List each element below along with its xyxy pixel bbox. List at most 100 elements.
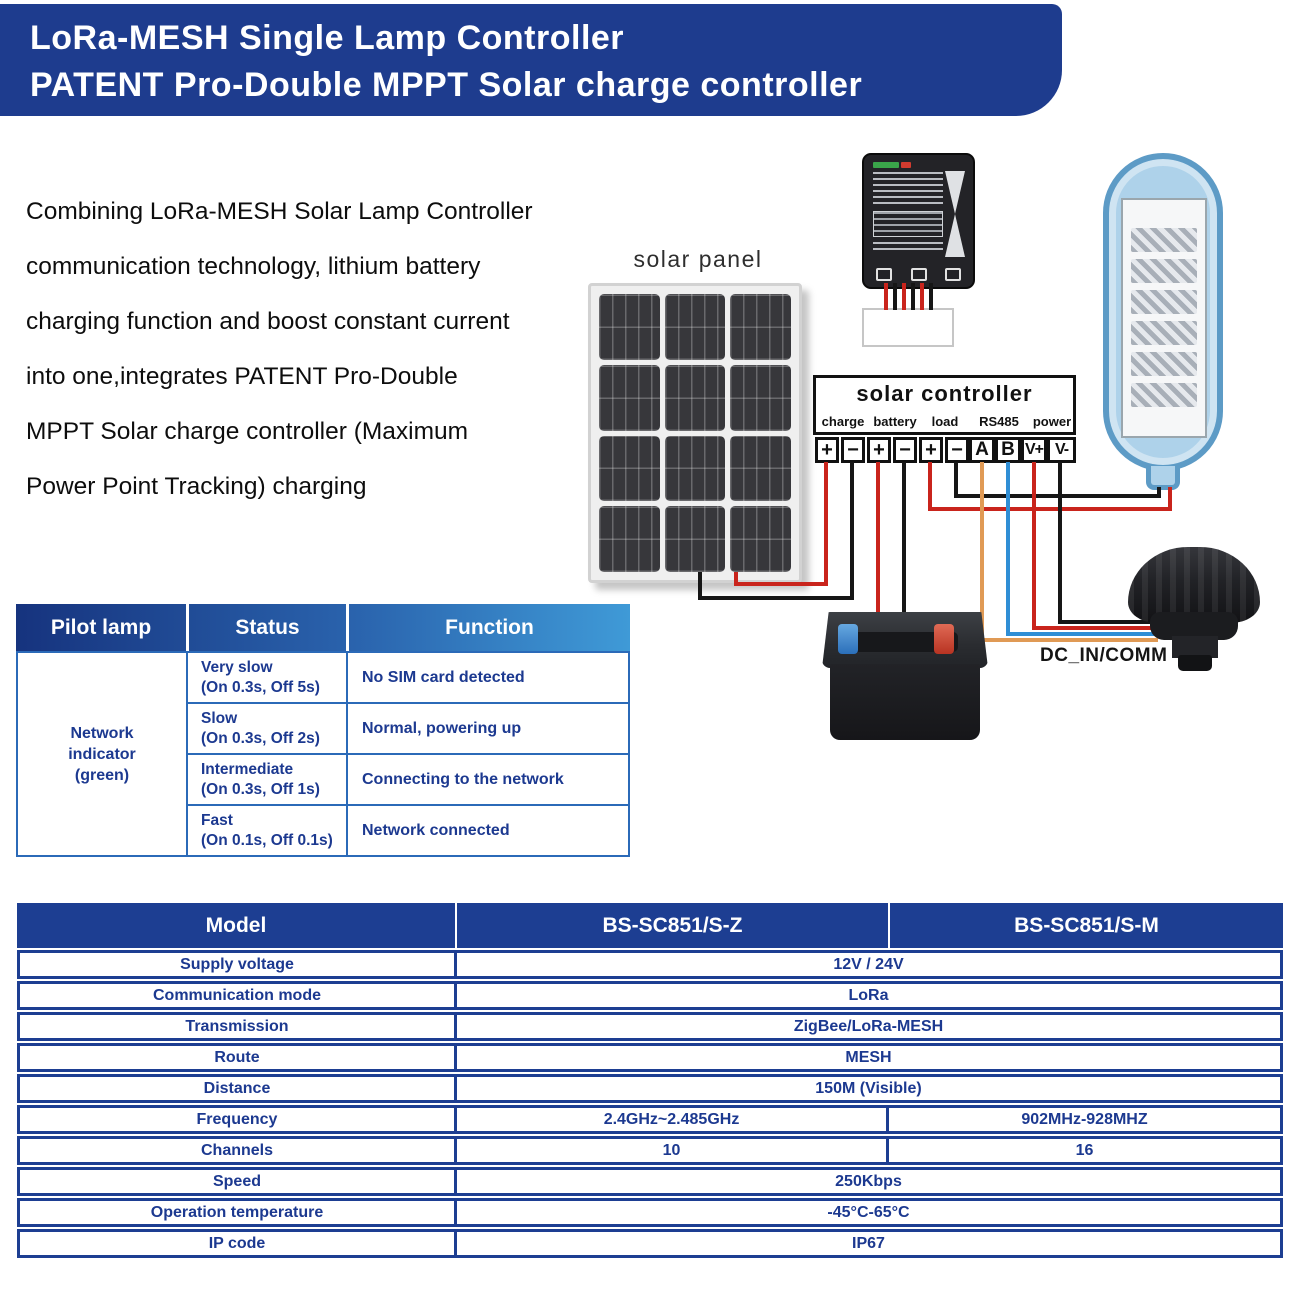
terminal-rs485-a: A <box>969 437 995 463</box>
solar-controller-title: solar controller <box>856 381 1033 406</box>
battery-body <box>830 664 980 740</box>
terminal-battery-minus: − <box>893 437 917 463</box>
pilot-header-status: Status <box>186 604 346 651</box>
wire-segment <box>876 462 880 616</box>
wire-segment <box>698 572 702 600</box>
spec-label: Transmission <box>20 1015 457 1038</box>
wire-segment <box>1058 620 1150 624</box>
function-cell: Normal, powering up <box>348 704 628 753</box>
wire-segment <box>902 283 906 310</box>
led-array-row <box>1131 259 1197 283</box>
solar-cell <box>664 364 726 431</box>
mppt-port-icons <box>876 268 961 281</box>
mppt-controller-graphic <box>862 153 975 289</box>
status-text: Very slow <box>201 658 273 676</box>
wire-segment <box>1032 462 1036 630</box>
solar-controller-box: solar controller charge battery load RS4… <box>813 375 1076 435</box>
spec-value-m: 902MHz-928MHZ <box>1021 1110 1148 1128</box>
pilot-header-function: Function <box>346 604 630 651</box>
network-indicator-cell: Network indicator (green) <box>18 653 186 855</box>
wire-segment <box>734 572 738 586</box>
indicator-line: indicator <box>68 745 136 763</box>
function-text: Network connected <box>362 821 510 839</box>
terminal-charge-plus: + <box>815 437 839 463</box>
solar-cell <box>599 506 660 572</box>
terminal-charge-minus: − <box>841 437 865 463</box>
spec-label: Route <box>20 1046 457 1069</box>
spec-row-frequency: Frequency 2.4GHz~2.485GHz 902MHz-928MHZ <box>17 1105 1283 1134</box>
spec-value: -45°C-65°C <box>827 1203 910 1221</box>
spec-label: Communication mode <box>20 984 457 1007</box>
status-text: Slow <box>201 709 238 727</box>
wire-segment <box>954 494 1161 498</box>
indicator-line: Network <box>70 724 134 742</box>
wire-segment <box>929 283 933 310</box>
spec-row-channels: Channels 10 16 <box>17 1136 1283 1165</box>
solar-panel-graphic <box>588 283 802 583</box>
spec-row-speed: Speed 250Kbps <box>17 1167 1283 1196</box>
mppt-brand-logo <box>873 162 943 168</box>
spec-row-supply-voltage: Supply voltage 12V / 24V <box>17 950 1283 979</box>
pilot-table-header: Pilot lamp Status Function <box>16 604 630 651</box>
spec-row-ip-code: IP code IP67 <box>17 1229 1283 1258</box>
spec-label: IP code <box>20 1232 457 1255</box>
spec-value: 250Kbps <box>835 1172 902 1190</box>
solar-cell <box>664 506 726 572</box>
spec-label: Channels <box>20 1139 457 1162</box>
function-cell: No SIM card detected <box>348 653 628 702</box>
wire-segment <box>824 462 828 586</box>
status-timing: (On 0.1s, Off 0.1s) <box>201 831 333 849</box>
page-title-banner: LoRa-MESH Single Lamp Controller PATENT … <box>0 4 1062 116</box>
spec-label: Distance <box>20 1077 457 1100</box>
dc-in-comm-label: DC_IN/COMM <box>1040 645 1168 666</box>
wire-segment <box>1006 632 1156 636</box>
intro-line: into one,integrates PATENT Pro-Double <box>26 363 458 390</box>
terminal-load-plus: + <box>919 437 943 463</box>
spec-row-distance: Distance 150M (Visible) <box>17 1074 1283 1103</box>
wire-segment <box>1006 462 1010 636</box>
terminal-group-load: load <box>931 414 959 429</box>
led-array-row <box>1131 321 1197 345</box>
page-title-line-2: PATENT Pro-Double MPPT Solar charge cont… <box>30 66 863 104</box>
spec-value: IP67 <box>852 1234 885 1252</box>
mppt-text-lines <box>873 242 943 254</box>
pilot-header-pilot-lamp: Pilot lamp <box>50 615 152 639</box>
battery-positive-terminal <box>934 624 954 654</box>
status-text: Intermediate <box>201 760 294 778</box>
solar-cell <box>730 506 791 572</box>
led-array-row <box>1131 383 1197 407</box>
wire-segment <box>1032 626 1152 630</box>
wire-segment <box>1058 462 1062 624</box>
function-cell: Connecting to the network <box>348 755 628 804</box>
function-text: Normal, powering up <box>362 719 522 737</box>
spec-header-model: Model <box>17 903 457 948</box>
mppt-text-lines <box>873 172 943 206</box>
function-text: No SIM card detected <box>362 668 525 686</box>
terminal-power-v-plus: V+ <box>1021 437 1047 463</box>
wire-segment <box>1157 487 1161 498</box>
mppt-label-area <box>873 162 943 259</box>
spec-label: Speed <box>20 1170 457 1193</box>
page-title-line-1: LoRa-MESH Single Lamp Controller <box>30 19 625 57</box>
spec-value-z: 2.4GHz~2.485GHz <box>457 1108 889 1131</box>
status-cell: Fast (On 0.1s, Off 0.1s) <box>188 806 346 855</box>
wire-segment <box>1168 487 1172 511</box>
wire-segment <box>980 638 1158 642</box>
spec-value-m: 16 <box>1075 1141 1094 1159</box>
spec-label: Supply voltage <box>20 953 457 976</box>
function-text: Connecting to the network <box>362 770 564 788</box>
wire-segment <box>884 283 888 310</box>
pilot-table-body: Network indicator (green) Very slow (On … <box>16 651 630 857</box>
intro-line: Power Point Tracking) charging <box>26 473 367 500</box>
intro-line: MPPT Solar charge controller (Maximum <box>26 418 469 445</box>
wire-segment <box>911 283 915 310</box>
spec-label: Frequency <box>20 1108 457 1131</box>
status-timing: (On 0.3s, Off 2s) <box>201 729 320 747</box>
status-cell: Intermediate (On 0.3s, Off 1s) <box>188 755 346 804</box>
spec-value: ZigBee/LoRa-MESH <box>793 1017 944 1035</box>
status-text: Fast <box>201 811 233 829</box>
intro-line: communication technology, lithium batter… <box>26 253 481 280</box>
spec-table: Model BS-SC851/S-Z BS-SC851/S-M Supply v… <box>17 903 1283 1258</box>
wire-segment <box>928 507 1172 511</box>
